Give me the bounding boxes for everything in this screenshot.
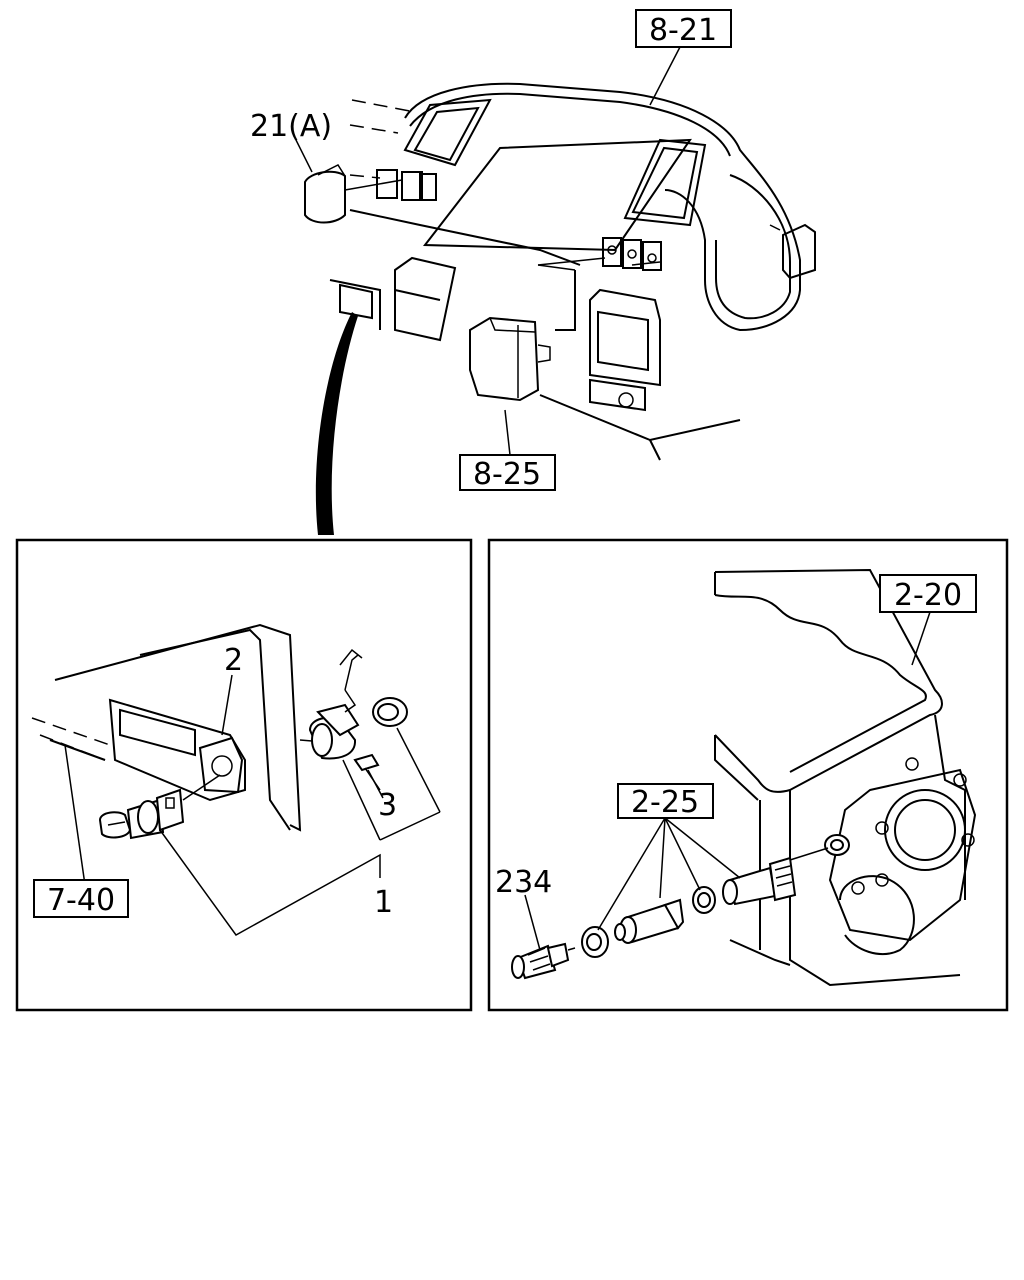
callout-switch-ref: 8-25 <box>473 457 541 492</box>
callout-left-ref: 21(A) <box>250 109 332 144</box>
part-number-3: 3 <box>378 788 397 823</box>
callout-right-top-ref: 2-20 <box>894 578 962 613</box>
right-inset-panel <box>487 538 1009 1012</box>
instrument-panel-illustration <box>294 46 816 461</box>
part-number-234: 234 <box>495 865 552 900</box>
speed-sensor-illustration <box>31 623 441 936</box>
callout-box-switch-ref <box>459 454 556 491</box>
callout-box-left-panel-ref <box>33 879 129 918</box>
part-number-1: 1 <box>374 885 393 920</box>
pointer-arrow <box>315 312 358 535</box>
callout-box-right-top-ref <box>879 574 977 613</box>
callout-top-ref: 8-21 <box>649 13 717 48</box>
part-number-2: 2 <box>224 643 243 678</box>
callout-box-right-group-ref <box>617 783 714 819</box>
callout-box-top-ref <box>635 9 732 48</box>
left-inset-panel <box>15 538 473 1012</box>
callout-left-panel-ref: 7-40 <box>47 883 115 918</box>
transmission-housing-illustration <box>511 568 977 987</box>
callout-right-group-ref: 2-25 <box>631 785 699 820</box>
